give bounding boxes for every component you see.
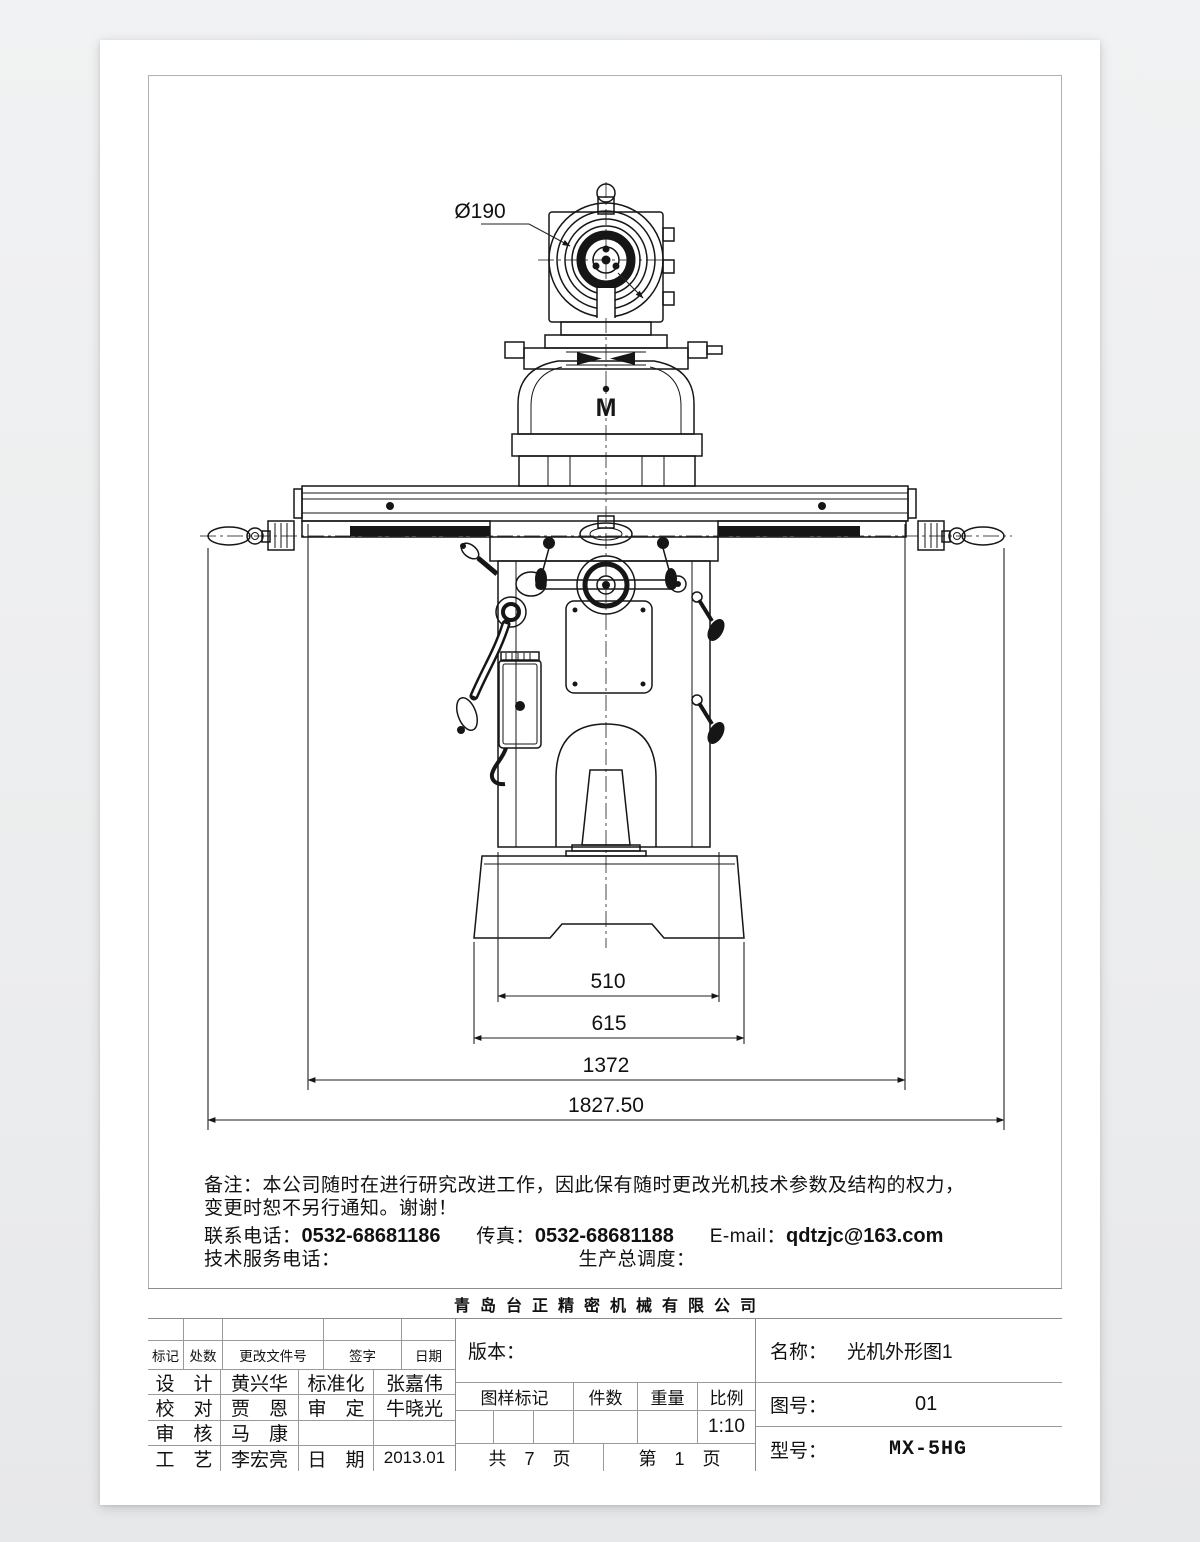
role-process: 工 艺 <box>148 1445 221 1471</box>
rev-header-count: 处数 <box>184 1341 223 1370</box>
rev-header-mark: 标记 <box>148 1341 184 1370</box>
knee-crank-handle <box>455 542 527 734</box>
dimensions: 510 615 1372 1827.50 <box>207 524 1005 1130</box>
contact-line: 联系电话：0532-68681186 传真：0532-68681188 E-ma… <box>204 1225 1044 1248</box>
date-value: 2013.01 <box>383 1448 446 1468</box>
name-audit: 马 康 <box>221 1420 299 1446</box>
pages-total: 共 7 页 <box>456 1444 604 1471</box>
model-value: MX-5HG <box>889 1437 968 1461</box>
email-label: E-mail： <box>709 1226 787 1247</box>
rev-header-docno: 更改文件号 <box>223 1341 324 1370</box>
diameter-callout: Ø190 <box>454 200 644 299</box>
service-line: 技术服务电话： 生产总调度： <box>204 1248 1044 1271</box>
turret-swivel <box>504 321 723 370</box>
clamp-levers-right <box>691 591 725 744</box>
model-label: 型号： <box>770 1440 828 1462</box>
scale-value: 1:10 <box>698 1411 755 1444</box>
pages-row: 共 7 页 第 1 页 <box>456 1444 755 1471</box>
brand-logo: M <box>596 394 617 422</box>
drawing-no-row: 图号： 01 <box>756 1383 1062 1427</box>
version-label: 版本： <box>456 1319 755 1383</box>
signature-section: 标记 处数 更改文件号 签字 日期 设 计 黄兴华 标准化 张嘉伟 校 对 贾 … <box>148 1319 455 1471</box>
name-row: 名称： 光机外形图1 <box>756 1319 1062 1383</box>
drawing-sheet: Ø190 M <box>100 40 1100 1505</box>
dim-1372: 1372 <box>583 1054 630 1077</box>
dispatch-label: 生产总调度： <box>578 1249 696 1270</box>
notes-block: 备注：本公司随时在进行研究改进工作，因此保有随时更改光机技术参数及结构的权力， … <box>204 1174 1044 1271</box>
table-handwheel-left <box>207 520 295 551</box>
signature-grid: 设 计 黄兴华 标准化 张嘉伟 校 对 贾 恩 审 定 牛晓光 审 核 马 康 … <box>148 1370 455 1471</box>
machine-drawing: Ø190 M <box>200 182 1012 1130</box>
role-design: 设 计 <box>148 1370 221 1396</box>
title-block-main: 标记 处数 更改文件号 签字 日期 设 计 黄兴华 标准化 张嘉伟 校 对 贾 … <box>148 1319 1062 1471</box>
remark-line-1: 备注：本公司随时在进行研究改进工作，因此保有随时更改光机技术参数及结构的权力， <box>204 1175 965 1196</box>
name-label: 名称： <box>770 1342 828 1363</box>
remark-line-2: 变更时恕不另行通知。谢谢！ <box>204 1198 458 1219</box>
brand-logo-dot <box>602 385 610 393</box>
table-handwheel-right <box>917 520 1005 551</box>
name-process: 李宏亮 <box>221 1445 299 1471</box>
name-design: 黄兴华 <box>221 1370 299 1396</box>
role-approve: 审 定 <box>299 1395 374 1421</box>
page-current: 第 1 页 <box>638 1448 721 1469</box>
name-approve: 牛晓光 <box>374 1395 455 1421</box>
weight-header: 重量 <box>638 1383 698 1411</box>
name-value: 光机外形图1 <box>847 1342 953 1363</box>
name-standard: 张嘉伟 <box>374 1370 455 1396</box>
identity-section: 名称： 光机外形图1 图号： 01 型号： MX-5HG <box>755 1319 1062 1471</box>
spec-section: 版本： 图样标记 件数 重量 比例 1:10 共 7 页 第 <box>455 1319 755 1471</box>
email-value: qdtzjc@163.com <box>786 1225 944 1247</box>
spindle-motor <box>548 183 675 323</box>
phone-label: 联系电话： <box>204 1226 302 1247</box>
diameter-label: Ø190 <box>454 200 505 223</box>
drawing-no-label: 图号： <box>770 1396 828 1417</box>
worktable <box>293 485 917 546</box>
dim-510: 510 <box>590 970 625 993</box>
base <box>473 855 745 939</box>
mark-header: 图样标记 <box>456 1383 574 1411</box>
role-standard: 标准化 <box>299 1370 374 1396</box>
knee <box>497 555 711 848</box>
scale-header: 比例 <box>698 1383 755 1411</box>
spec-header-row: 图样标记 件数 重量 比例 <box>456 1383 755 1411</box>
qty-header: 件数 <box>574 1383 638 1411</box>
role-date: 日 期 <box>299 1445 374 1471</box>
drawing-no-value: 01 <box>915 1393 938 1415</box>
feed-gearbox <box>489 651 542 787</box>
service-phone-label: 技术服务电话： <box>204 1249 341 1270</box>
revision-grid: 标记 处数 更改文件号 签字 日期 <box>148 1319 455 1370</box>
role-proof: 校 对 <box>148 1395 221 1421</box>
name-proof: 贾 恩 <box>221 1395 299 1421</box>
title-block: 青岛台正精密机械有限公司 标记 处数 更改文件号 签字 日期 设 计 <box>148 1288 1062 1471</box>
head-dome: M <box>511 360 703 487</box>
fax-number: 0532-68681188 <box>534 1225 674 1247</box>
rev-header-date: 日期 <box>402 1341 455 1370</box>
dim-1827: 1827.50 <box>568 1094 644 1117</box>
dim-615: 615 <box>591 1012 626 1035</box>
model-row: 型号： MX-5HG <box>756 1427 1062 1471</box>
phone-number: 0532-68681186 <box>301 1225 441 1247</box>
role-audit: 审 核 <box>148 1420 221 1446</box>
rev-header-sign: 签字 <box>324 1341 402 1370</box>
company-name: 青岛台正精密机械有限公司 <box>148 1289 1062 1319</box>
spec-value-row: 1:10 <box>456 1411 755 1444</box>
fax-label: 传真： <box>476 1226 535 1247</box>
